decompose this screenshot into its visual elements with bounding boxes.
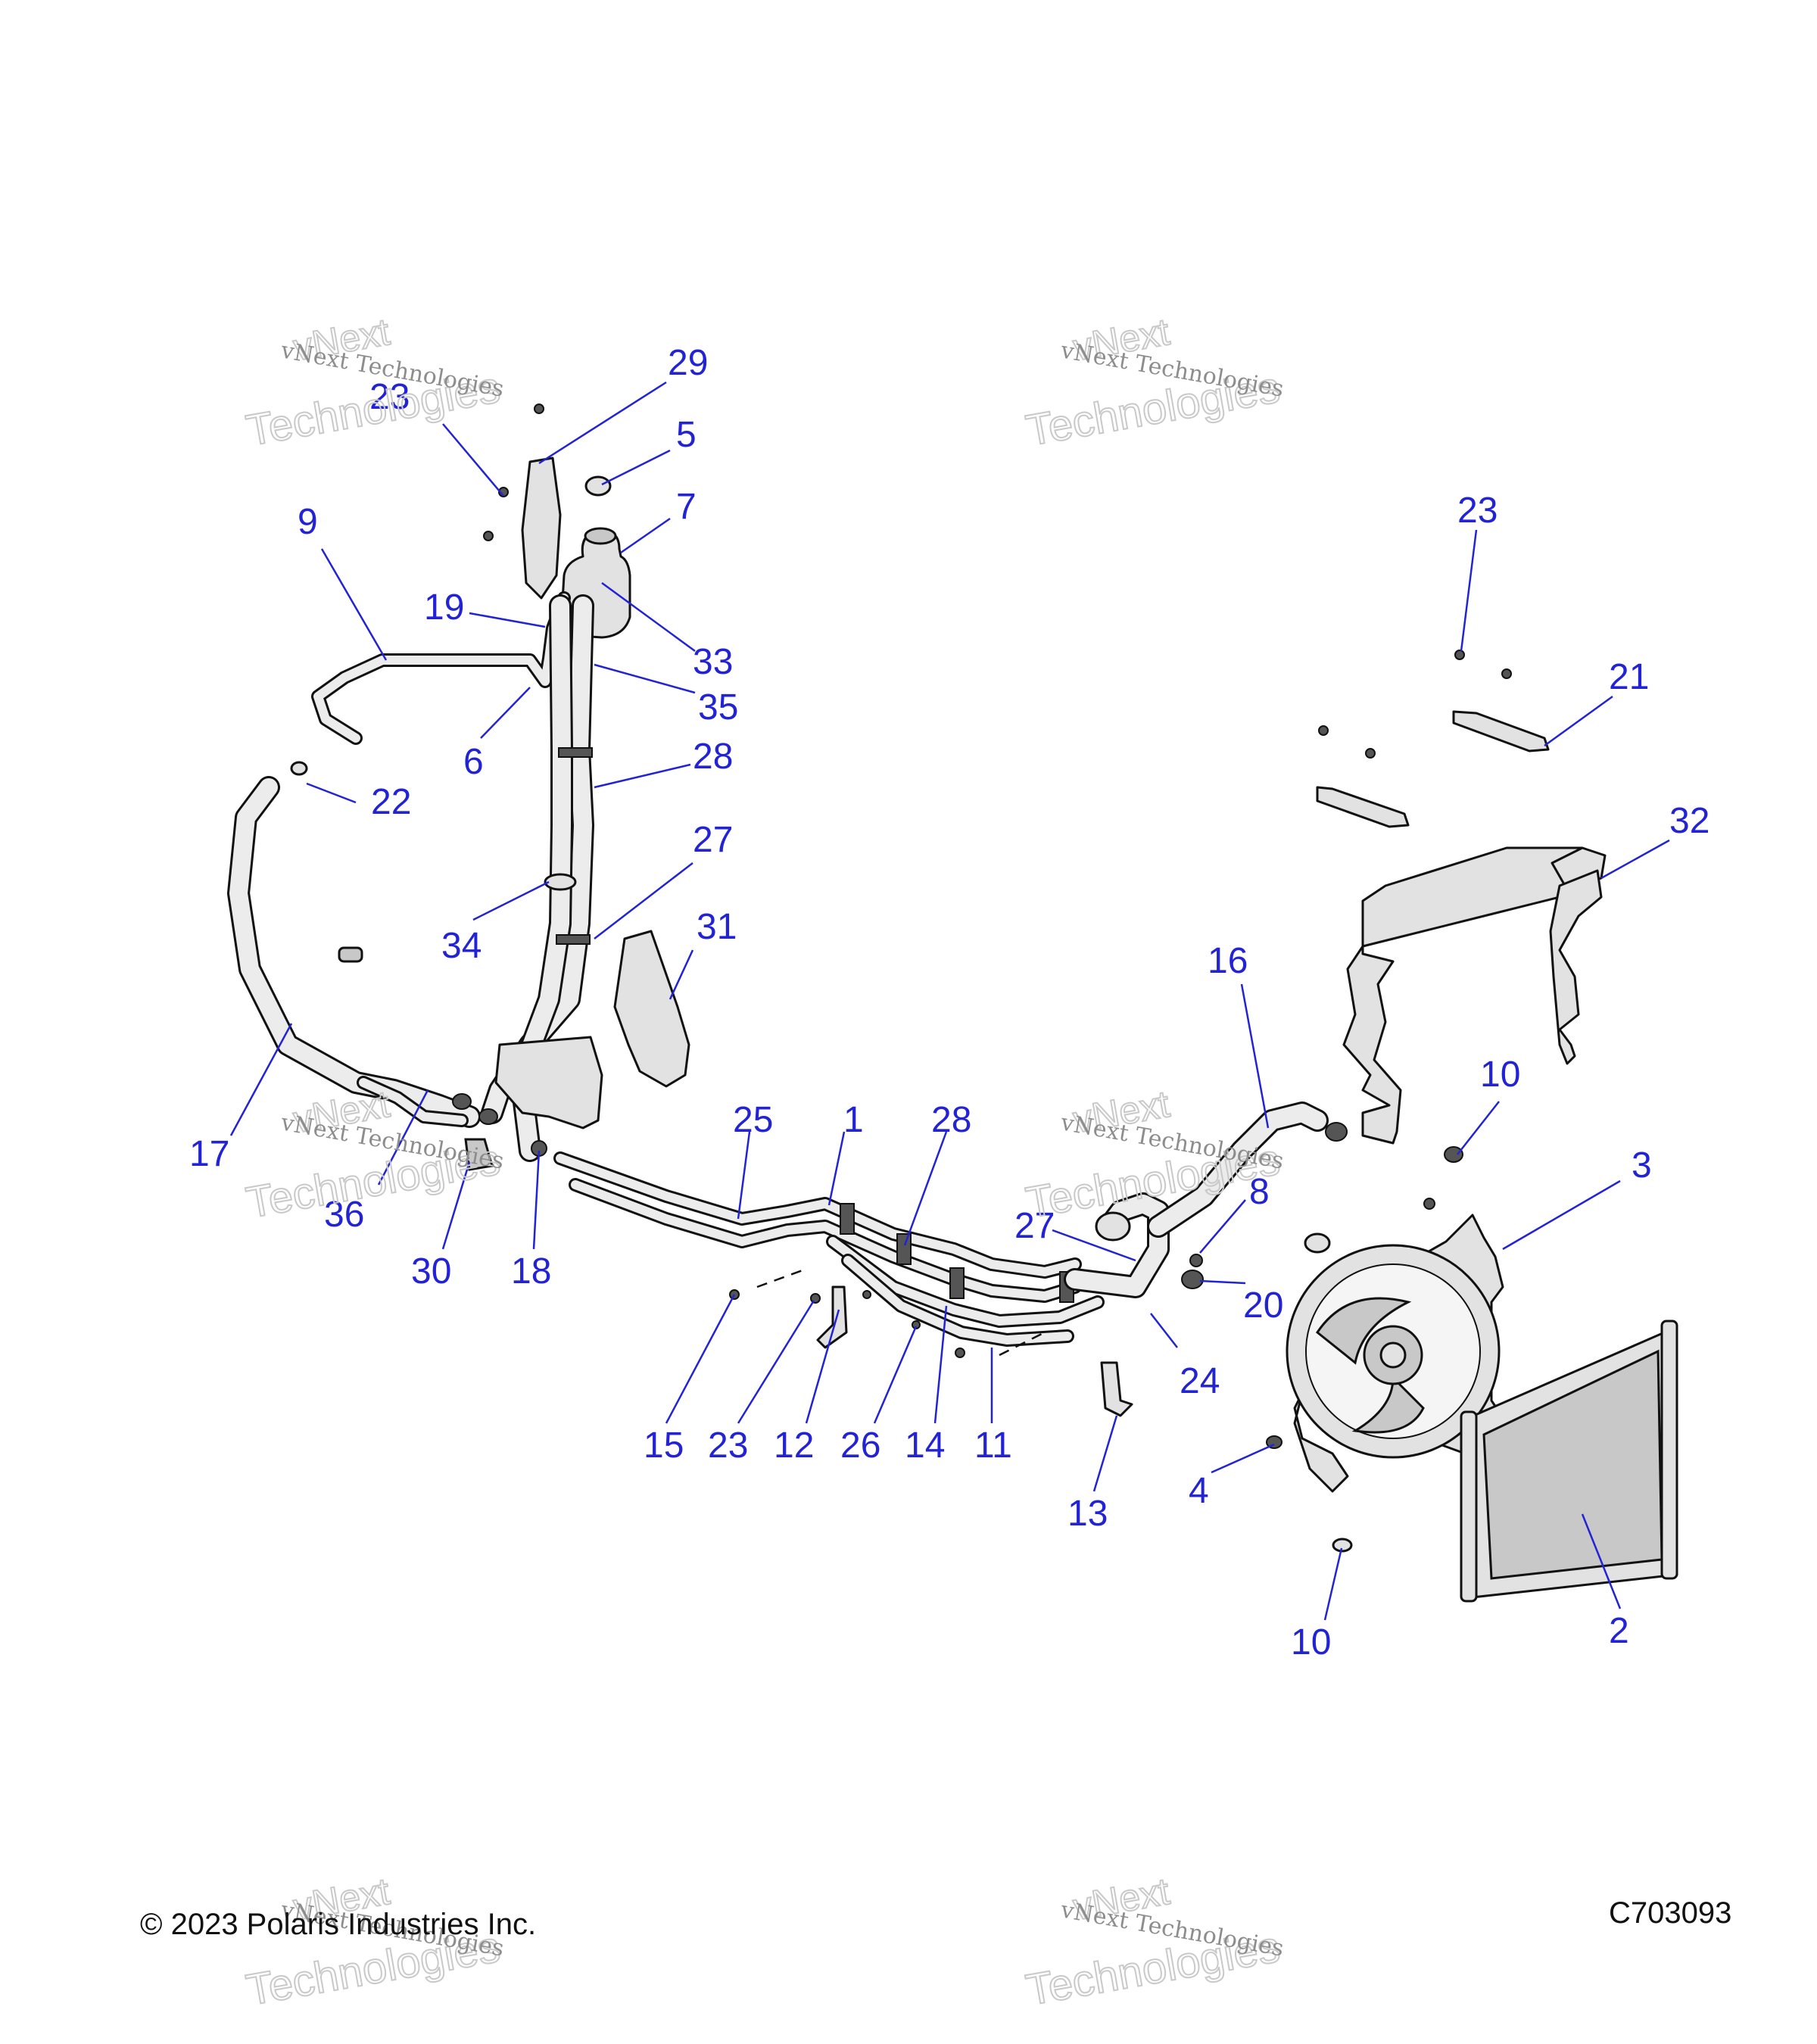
- callout-36: 36: [324, 1195, 364, 1235]
- callout-6: 6: [463, 742, 484, 782]
- radiator-2: [1332, 1320, 1678, 1603]
- callout-3: 3: [1632, 1145, 1652, 1186]
- callout-5: 5: [676, 415, 697, 455]
- clamp-34: [544, 873, 577, 891]
- copyright-text: © 2023 Polaris Industries Inc.: [140, 1908, 536, 1941]
- callout-7: 7: [676, 487, 697, 527]
- callout-11: 11: [974, 1426, 1012, 1466]
- callout-20: 20: [1243, 1285, 1283, 1326]
- fittings-30-36-18: [452, 1093, 547, 1171]
- brackets-12-13: [729, 1285, 1133, 1417]
- callout-34: 34: [441, 926, 482, 966]
- callout-15: 15: [644, 1426, 684, 1466]
- callout-16: 16: [1208, 941, 1248, 981]
- callout-23-bottom: 23: [708, 1426, 748, 1466]
- callout-numbers: 29 23 5 7 9 19 33 35 6 28 22 27 34 31 17…: [189, 343, 1709, 1662]
- frame-32: [1342, 846, 1607, 1145]
- callout-19: 19: [424, 587, 464, 628]
- callout-25: 25: [733, 1100, 773, 1140]
- callout-2: 2: [1609, 1611, 1629, 1651]
- bracket-31: [494, 930, 690, 1129]
- callout-14: 14: [905, 1426, 945, 1466]
- callout-17: 17: [189, 1134, 229, 1174]
- callout-21: 21: [1609, 657, 1649, 697]
- fan-shroud-3: [1266, 1146, 1508, 1493]
- callout-33: 33: [693, 642, 733, 682]
- callout-35: 35: [698, 687, 738, 728]
- brackets-21: [1316, 650, 1550, 828]
- leader-lines: [229, 381, 1670, 1621]
- callout-18: 18: [511, 1251, 551, 1292]
- hose-24-16: [1064, 1101, 1348, 1298]
- callout-30: 30: [411, 1251, 451, 1292]
- callout-22: 22: [371, 782, 411, 822]
- callout-23-top: 23: [369, 377, 410, 417]
- callout-4: 4: [1189, 1471, 1209, 1511]
- callout-23-right: 23: [1457, 491, 1498, 531]
- callout-24: 24: [1180, 1361, 1220, 1401]
- callout-10-lower: 10: [1291, 1622, 1331, 1662]
- callout-31: 31: [697, 907, 737, 947]
- callout-1: 1: [843, 1100, 864, 1140]
- callout-13: 13: [1067, 1494, 1108, 1534]
- callout-27-upper: 27: [693, 820, 733, 860]
- callout-28-lower: 28: [931, 1100, 971, 1140]
- hose-17: [227, 761, 481, 1128]
- callout-9: 9: [298, 502, 318, 542]
- callout-8: 8: [1249, 1172, 1270, 1212]
- drawing-id: C703093: [1609, 1896, 1731, 1930]
- callout-10-upper: 10: [1480, 1055, 1520, 1095]
- cap-5: [584, 475, 612, 497]
- callout-27-lower: 27: [1014, 1206, 1055, 1246]
- callout-32: 32: [1669, 801, 1709, 841]
- bracket-29: [483, 404, 562, 600]
- callout-28-upper: 28: [693, 737, 733, 777]
- callout-26: 26: [840, 1426, 880, 1466]
- callout-29: 29: [668, 343, 708, 383]
- pipes-25-1-14-11: [553, 1151, 1105, 1357]
- callout-12: 12: [774, 1426, 814, 1466]
